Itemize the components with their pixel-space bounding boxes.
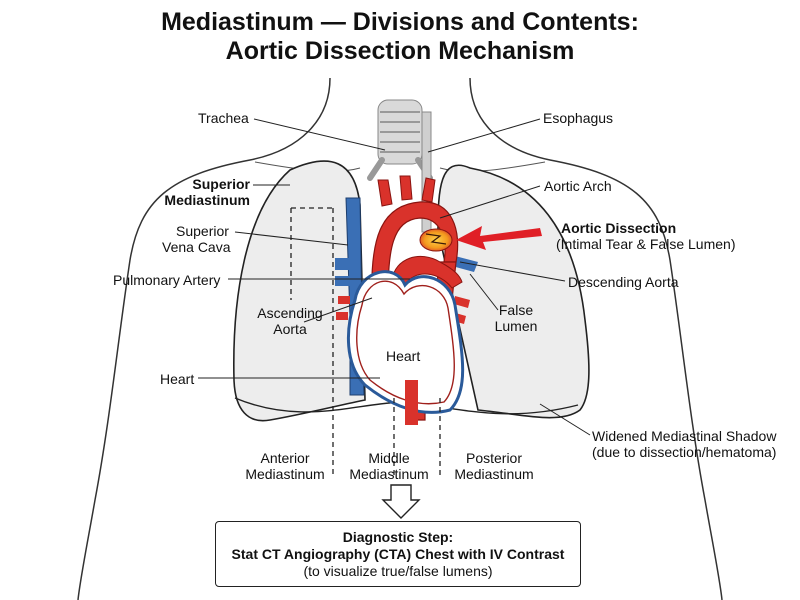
label-false-lumen-1: False bbox=[498, 302, 534, 318]
title-line-1: Mediastinum — Divisions and Contents: bbox=[161, 8, 639, 36]
label-middle-mediastinum: Middle Mediastinum bbox=[344, 450, 434, 482]
label-false-lumen-2: Lumen bbox=[494, 318, 538, 334]
label-svc: Superior Vena Cava bbox=[162, 223, 231, 255]
leader-lines bbox=[198, 118, 591, 436]
label-superior-mediastinum: Superior Mediastinum bbox=[160, 176, 250, 208]
dissection-arrow-icon bbox=[456, 226, 542, 250]
left-lung bbox=[437, 164, 590, 419]
label-heart-outer: Heart bbox=[160, 371, 195, 387]
label-esophagus: Esophagus bbox=[543, 110, 614, 126]
label-ascending-aorta-1: Ascending bbox=[257, 305, 323, 321]
trachea bbox=[367, 99, 433, 181]
label-middle-1: Middle bbox=[368, 450, 410, 466]
label-trachea: Trachea bbox=[198, 110, 249, 126]
label-superior-mediastinum-1: Superior bbox=[192, 176, 250, 192]
label-anterior-mediastinum: Anterior Mediastinum bbox=[240, 450, 330, 482]
label-widened-shadow: Widened Mediastinal Shadow (due to disse… bbox=[592, 428, 776, 460]
label-ascending-aorta: Ascending Aorta bbox=[252, 305, 328, 337]
label-ascending-aorta-2: Aorta bbox=[273, 321, 307, 337]
label-superior-mediastinum-2: Mediastinum bbox=[164, 192, 250, 208]
right-lung bbox=[233, 160, 366, 422]
intimal-tear-icon bbox=[425, 233, 447, 245]
dissection-false-lumen bbox=[419, 228, 453, 252]
label-posterior-2: Mediastinum bbox=[454, 466, 534, 482]
label-posterior-mediastinum: Posterior Mediastinum bbox=[449, 450, 539, 482]
label-middle-2: Mediastinum bbox=[349, 466, 429, 482]
label-anterior-2: Mediastinum bbox=[245, 466, 325, 482]
diagnostic-test: Stat CT Angiography (CTA) Chest with IV … bbox=[231, 546, 565, 562]
label-aortic-dissection-title: Aortic Dissection bbox=[561, 220, 677, 236]
label-widened-shadow-1: Widened Mediastinal Shadow bbox=[592, 428, 777, 444]
diagnostic-step-box: Diagnostic Step: Stat CT Angiography (CT… bbox=[215, 521, 581, 587]
pulmonary-vein-right bbox=[452, 256, 478, 272]
down-arrow-icon bbox=[381, 484, 421, 519]
diagnostic-title: Diagnostic Step: bbox=[342, 529, 454, 545]
label-posterior-1: Posterior bbox=[465, 450, 523, 466]
diagnostic-purpose: (to visualize true/false lumens) bbox=[303, 563, 493, 579]
label-anterior-1: Anterior bbox=[260, 450, 310, 466]
diagram-title: Mediastinum — Divisions and Contents: Ao… bbox=[0, 8, 800, 66]
division-lines bbox=[290, 207, 441, 478]
label-heart-inner: Heart bbox=[386, 348, 421, 364]
aorta-over-heart bbox=[405, 380, 418, 425]
heart-inner-outline bbox=[356, 280, 455, 405]
pulmonary-artery bbox=[391, 255, 463, 289]
label-aortic-arch: Aortic Arch bbox=[544, 178, 612, 194]
label-widened-shadow-2: (due to dissection/hematoma) bbox=[592, 444, 777, 460]
label-false-lumen: False Lumen bbox=[488, 302, 544, 334]
label-descending-aorta: Descending Aorta bbox=[568, 274, 679, 290]
label-aortic-dissection-sub: (Intimal Tear & False Lumen) bbox=[556, 236, 736, 252]
label-svc-2: Vena Cava bbox=[162, 239, 231, 255]
arch-branches bbox=[377, 175, 436, 207]
label-pulmonary-artery: Pulmonary Artery bbox=[113, 272, 221, 288]
label-aortic-dissection: Aortic Dissection (Intimal Tear & False … bbox=[556, 220, 735, 252]
label-svc-1: Superior bbox=[176, 223, 229, 239]
torso-outline bbox=[77, 77, 723, 600]
title-line-2: Aortic Dissection Mechanism bbox=[225, 37, 575, 65]
